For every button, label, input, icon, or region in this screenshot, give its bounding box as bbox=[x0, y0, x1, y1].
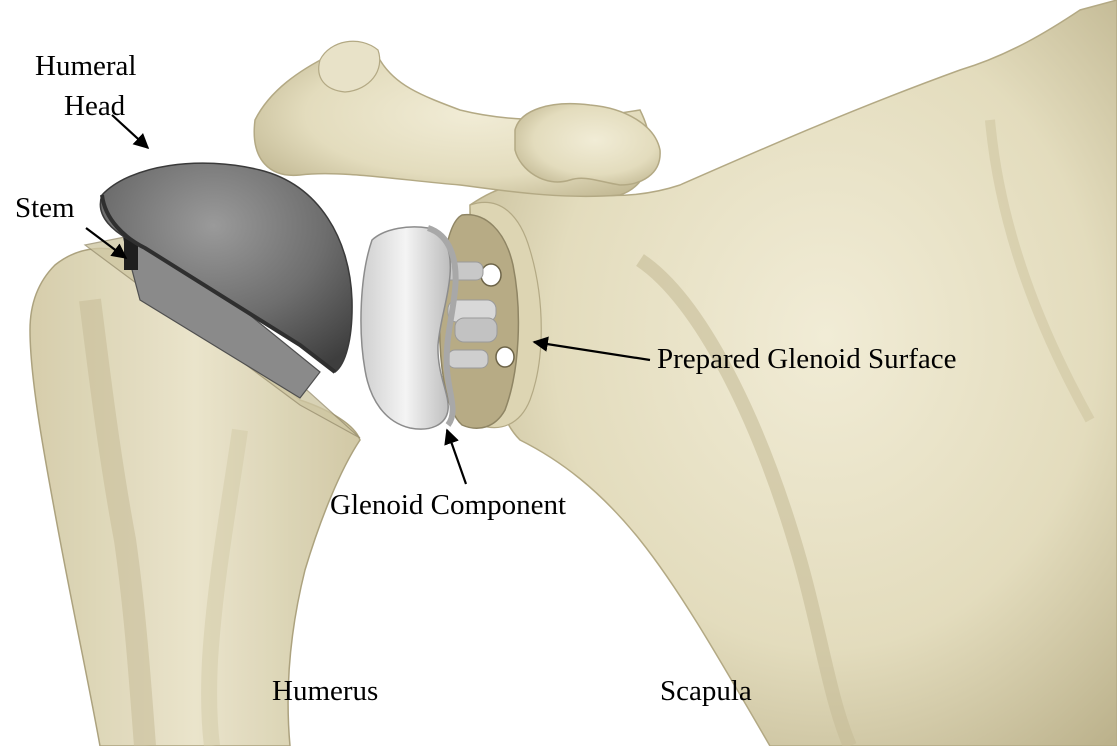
glenoid-hole-1 bbox=[481, 264, 501, 286]
glenoid-hole-2 bbox=[496, 347, 514, 367]
label-glenoid-component: Glenoid Component bbox=[330, 490, 566, 522]
label-humerus: Humerus bbox=[272, 676, 378, 708]
arrow-glenoid-component bbox=[447, 430, 466, 484]
label-scapula: Scapula bbox=[660, 676, 752, 708]
label-stem: Stem bbox=[15, 193, 75, 225]
label-humeral-head-line1: Humeral bbox=[35, 51, 136, 83]
glenoid-component bbox=[361, 227, 450, 429]
label-humeral-head-line2: Head bbox=[64, 91, 125, 123]
label-prepared-glenoid-surface: Prepared Glenoid Surface bbox=[657, 344, 957, 376]
